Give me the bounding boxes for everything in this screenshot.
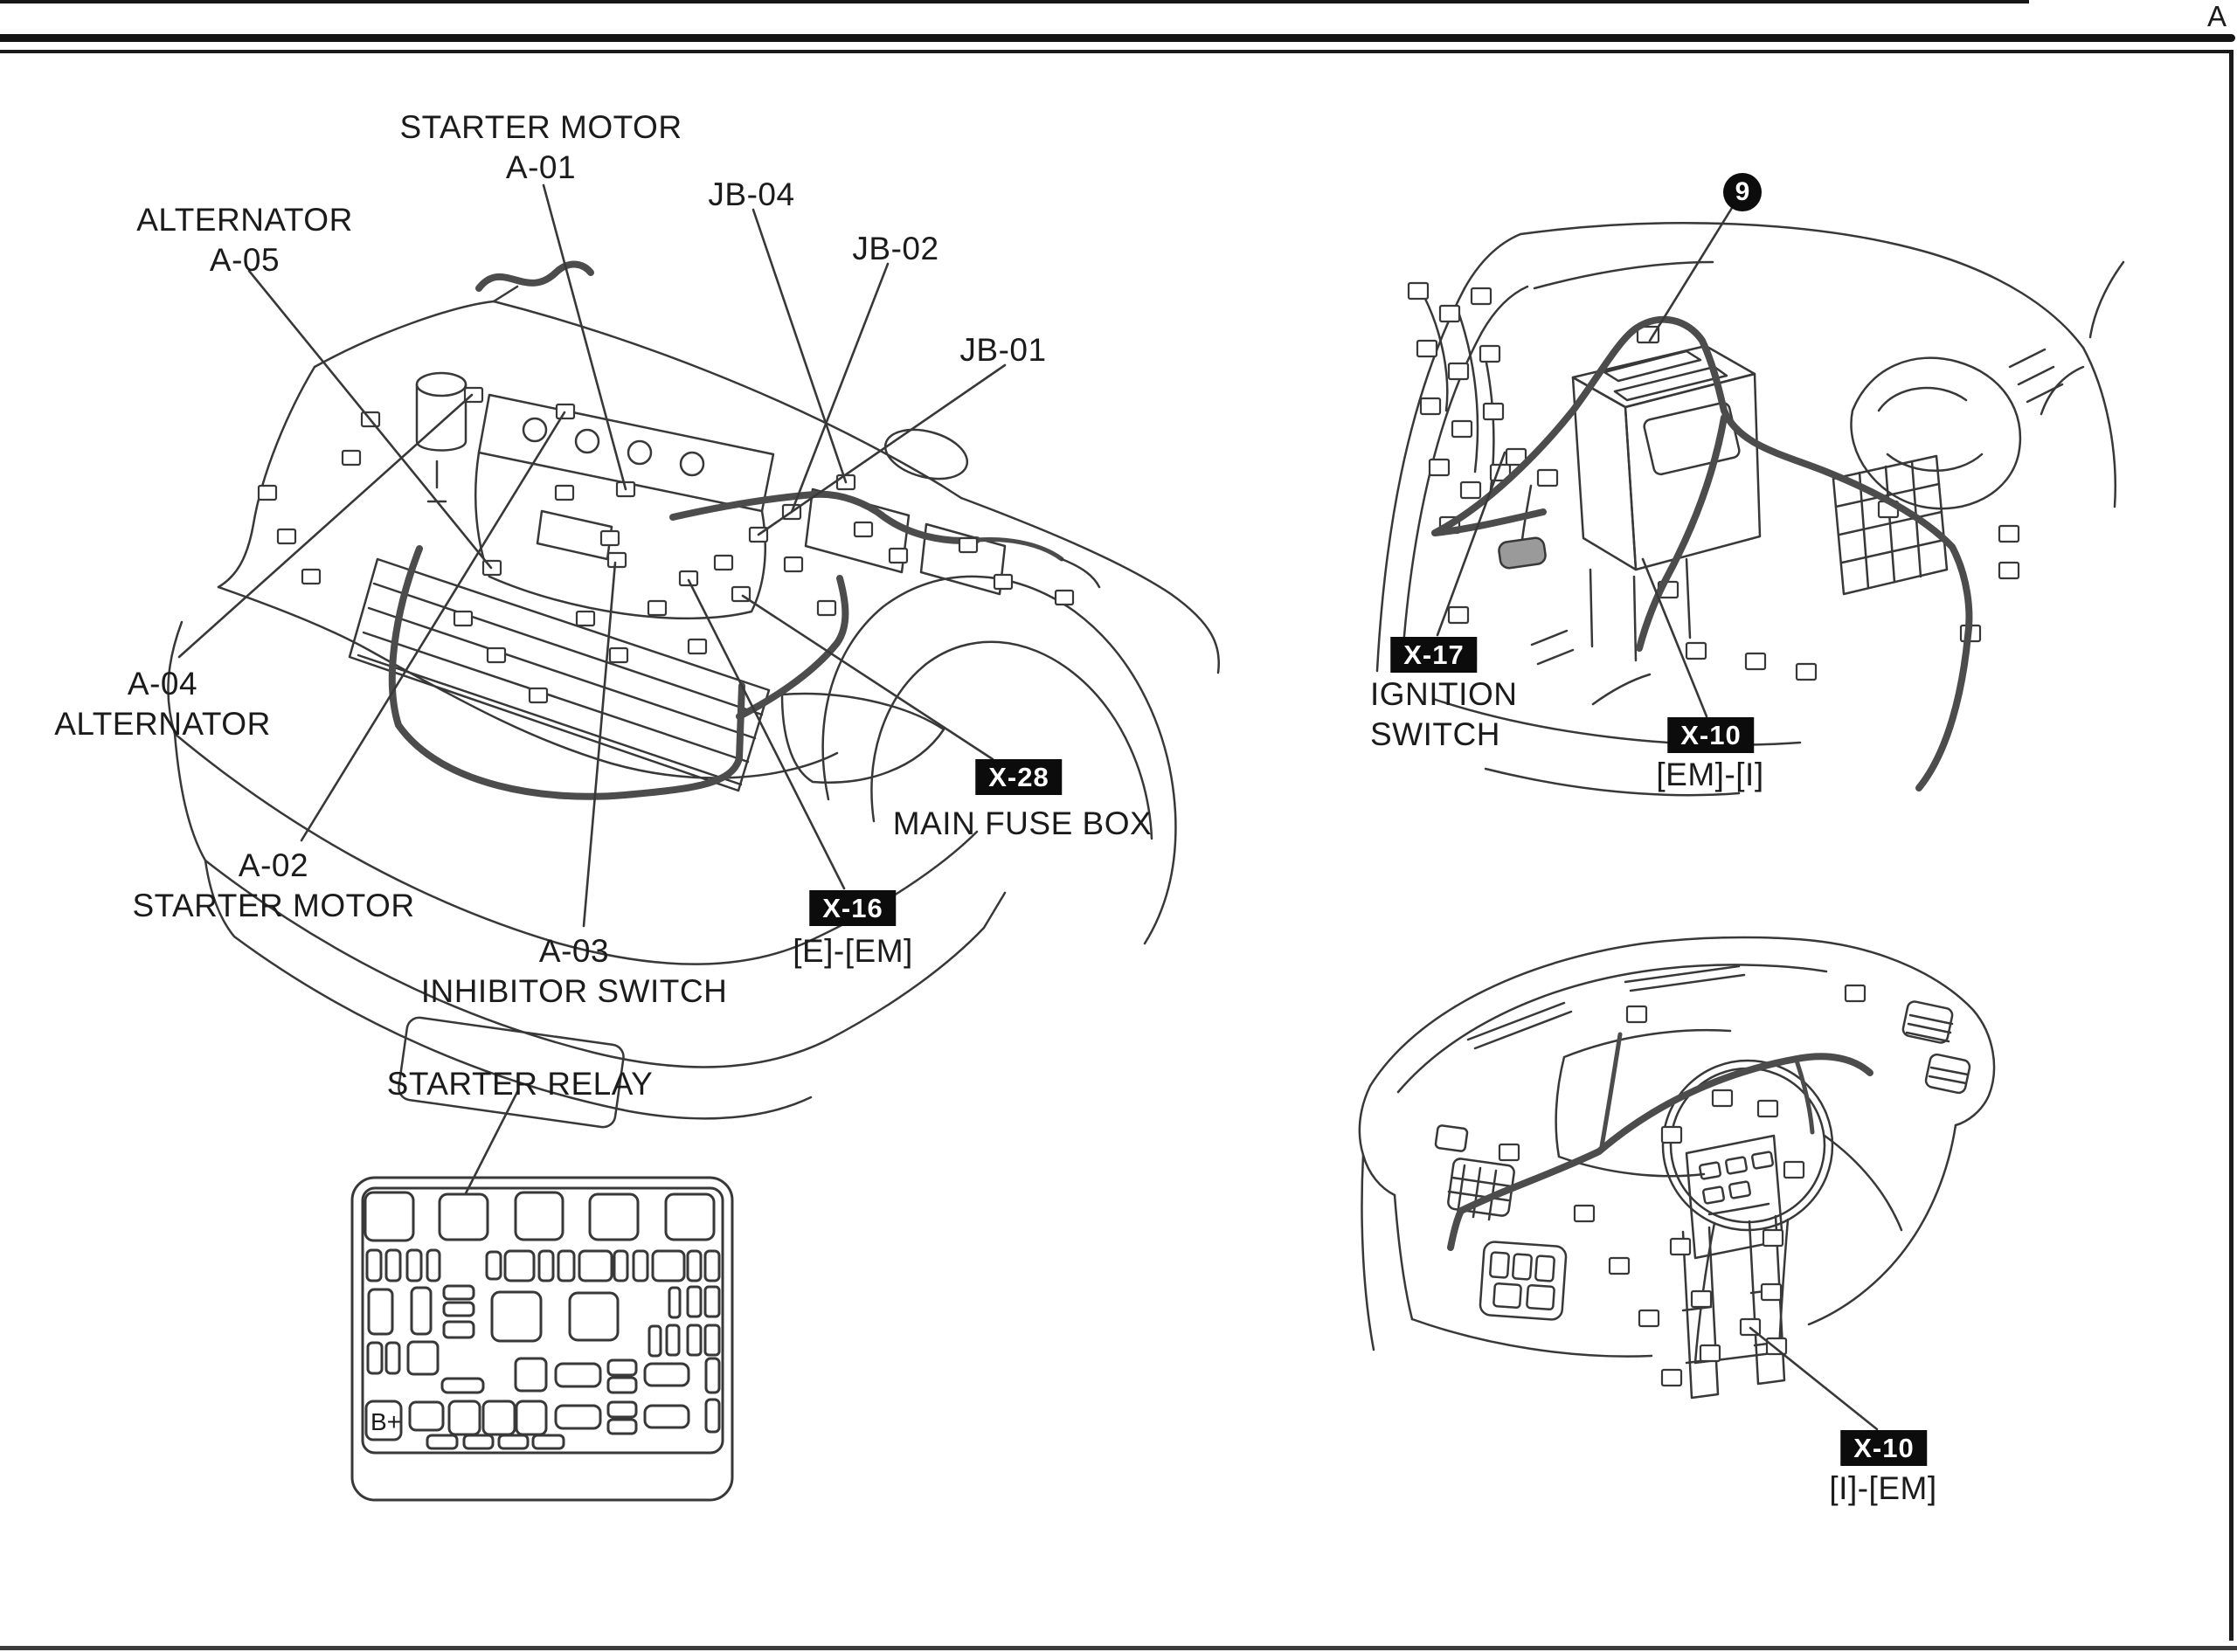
label-ignition-line1: IGNITION — [1370, 676, 1518, 712]
fuse-box-drawing: B+ — [350, 1176, 734, 1502]
content-frame-top-border — [0, 50, 2234, 53]
connector-badge-x16: X-16 — [809, 890, 897, 926]
label-starter-motor-a01: STARTER MOTOR A-01 — [399, 107, 682, 188]
label-a02-code: A-02 — [238, 847, 309, 883]
label-alternator-a05: ALTERNATOR A-05 — [136, 200, 353, 280]
label-starter-motor-a01-code: A-01 — [505, 149, 577, 185]
connector-badge-x10-lower: X-10 — [1840, 1430, 1928, 1466]
cowl-harness-drawing — [1375, 222, 2125, 797]
connector-badge-x10-upper: X-10 — [1667, 717, 1755, 753]
connector-badge-x28: X-28 — [975, 759, 1063, 795]
label-a02-starter-motor: A-02 STARTER MOTOR — [132, 846, 414, 926]
label-a04-code: A-04 — [127, 666, 198, 702]
leader-lines — [177, 183, 1879, 1431]
label-alternator-a05-code: A-05 — [209, 242, 280, 278]
content-frame-right-border — [2229, 50, 2234, 1641]
label-jb01: JB-01 — [959, 332, 1047, 368]
bplus-terminal-label: B+ — [371, 1408, 401, 1435]
label-jb04: JB-04 — [708, 176, 795, 212]
label-em-i: [EM]-[I] — [1656, 757, 1764, 792]
circled-number-callout: 9 — [1723, 173, 1762, 211]
label-main-fuse-box: MAIN FUSE BOX — [892, 805, 1153, 841]
label-a04-alternator: A-04 ALTERNATOR — [54, 664, 271, 744]
label-i-em: [I]-[EM] — [1829, 1470, 1937, 1506]
label-starter-relay: STARTER RELAY — [386, 1066, 654, 1102]
label-e-em: [E]-[EM] — [793, 933, 913, 969]
label-starter-motor-a01-name: STARTER MOTOR — [399, 109, 682, 145]
page-section-letter: A — [2207, 0, 2227, 32]
dashboard-harness-drawing — [1358, 936, 1996, 1400]
label-jb02: JB-02 — [852, 231, 939, 266]
header-rule-thick — [0, 34, 2235, 42]
label-a03-inhibitor-switch: A-03 INHIBITOR SWITCH — [421, 931, 728, 1012]
label-alternator-a05-name: ALTERNATOR — [136, 202, 353, 238]
label-a03-code: A-03 — [538, 933, 610, 969]
label-a02-name: STARTER MOTOR — [132, 888, 415, 923]
label-ignition-switch: IGNITION SWITCH — [1370, 674, 1517, 755]
page-top-edge-line — [0, 0, 2029, 3]
label-a03-name: INHIBITOR SWITCH — [420, 973, 728, 1009]
page-bottom-edge-line — [0, 1646, 2237, 1650]
label-a04-name: ALTERNATOR — [54, 706, 271, 742]
connector-badge-x17: X-17 — [1390, 637, 1478, 673]
label-ignition-line2: SWITCH — [1370, 716, 1500, 752]
